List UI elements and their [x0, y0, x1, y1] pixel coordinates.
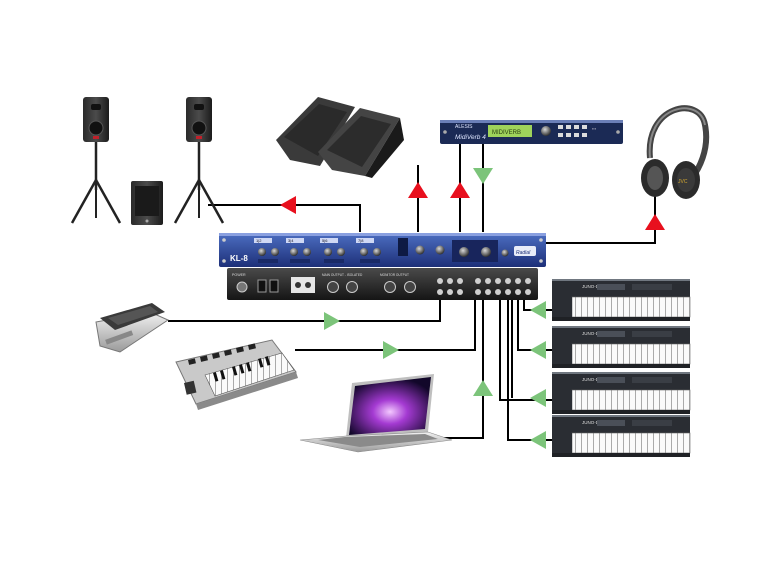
arrow-in-laptop	[473, 380, 493, 396]
wire-headphones	[545, 195, 656, 244]
wire-pedal	[168, 300, 441, 322]
wire-midi-controller	[295, 300, 476, 351]
svg-text:7|8: 7|8	[358, 238, 364, 243]
keyboard-1: JUNO-D	[552, 279, 691, 321]
channel-strip-4: 7|8	[356, 238, 381, 263]
effects-unit: ALESIS MidiVerb 4 MIDIVERB ▪▪▪	[440, 120, 623, 144]
keyboard-4: JUNO-D	[552, 415, 691, 457]
mixer-model: KL-8	[230, 254, 248, 263]
arrow-in-midi-controller	[383, 341, 399, 359]
svg-text:5|6: 5|6	[322, 238, 328, 243]
svg-text:JUNO-D: JUNO-D	[582, 284, 600, 289]
svg-text:1|2: 1|2	[256, 238, 262, 243]
channel-strip-1: 1|2	[254, 238, 279, 263]
arrow-in-keyboard-4	[530, 431, 546, 449]
floor-monitors	[276, 97, 404, 178]
effects-model: MidiVerb 4	[455, 134, 486, 141]
arrow-in-effects-return	[473, 168, 493, 184]
wire-keyboard-4b	[507, 300, 552, 441]
svg-text:▪▪▪: ▪▪▪	[592, 126, 597, 131]
mixer-front-panel: KL-8 1|2 3|4 5|6 7|8	[219, 233, 546, 267]
arrow-out-headphones	[645, 214, 665, 230]
keyboard-3: JUNO-D	[552, 372, 691, 414]
power-label: POWER	[232, 273, 246, 277]
midi-controller	[175, 339, 298, 410]
keyboard-2: JUNO-D	[552, 326, 691, 368]
arrow-out-main-speakers	[280, 196, 296, 214]
svg-text:JUNO-D: JUNO-D	[582, 377, 600, 382]
mixer-rear-panel: POWER MAIN OUTPUT - ISOLATED MONITOR OUT…	[227, 268, 538, 300]
effects-brand: ALESIS	[455, 124, 473, 130]
arrow-out-effects-send	[450, 182, 470, 198]
pa-speaker-left	[70, 97, 122, 224]
channel-strip-3: 5|6	[320, 238, 345, 263]
main-output-label: MAIN OUTPUT - ISOLATED	[322, 273, 363, 277]
arrow-out-floor-monitors	[408, 182, 428, 198]
arrow-in-keyboard-3	[530, 389, 546, 407]
expression-pedal	[95, 303, 170, 353]
arrow-in-keyboard-2	[530, 341, 546, 359]
svg-text:3|4: 3|4	[288, 238, 294, 243]
mixer-brand: Radial	[516, 250, 531, 256]
subwoofer	[131, 181, 163, 225]
effects-display: MIDIVERB	[492, 130, 521, 136]
headphones: JVC	[641, 105, 710, 199]
pa-speaker-right	[173, 97, 225, 224]
channel-strip-2: 3|4	[286, 238, 311, 263]
arrow-in-keyboard-1	[530, 301, 546, 319]
svg-text:JUNO-D: JUNO-D	[582, 331, 600, 336]
svg-text:JUNO-D: JUNO-D	[582, 420, 600, 425]
laptop	[299, 374, 453, 453]
wire-main-speakers	[208, 204, 361, 232]
arrow-in-pedal	[324, 312, 340, 330]
headphones-brand: JVC	[678, 179, 688, 185]
monitor-output-label: MONITOR OUTPUT	[380, 273, 409, 277]
